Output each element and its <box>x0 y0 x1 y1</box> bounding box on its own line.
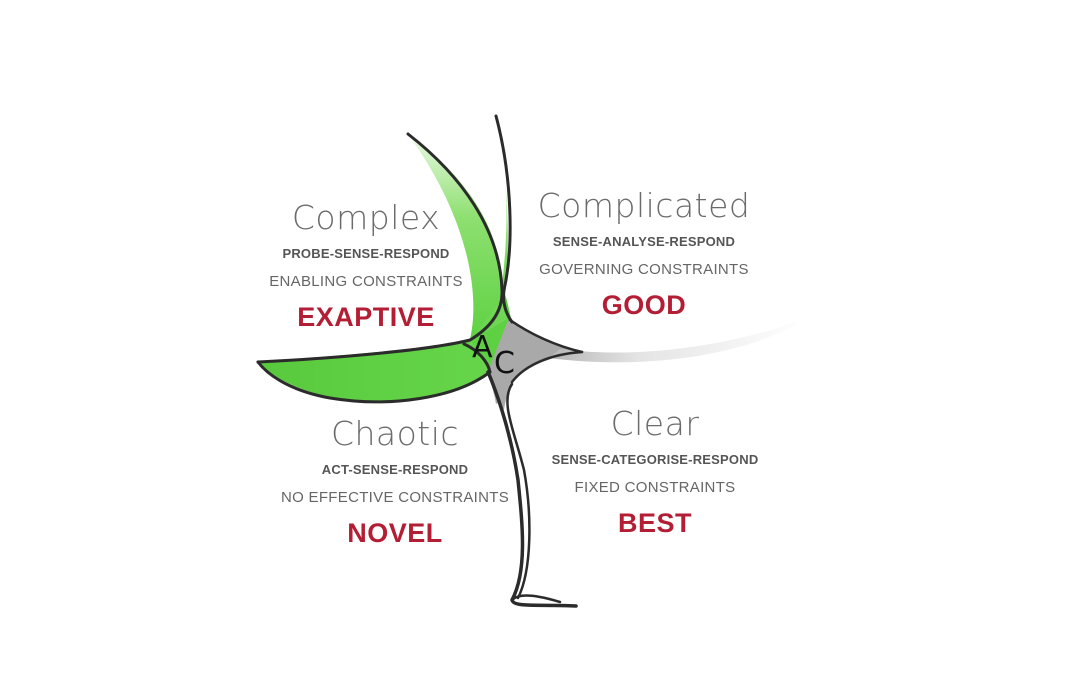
complex-inner-curve <box>494 114 514 324</box>
clear-stem-foot <box>510 594 562 604</box>
clear-title: Clear <box>610 404 700 443</box>
clear-domain: Clear SENSE-CATEGORISE-RESPOND FIXED CON… <box>495 404 815 539</box>
chaotic-domain: Chaotic ACT-SENSE-RESPOND NO EFFECTIVE C… <box>235 414 555 549</box>
centre-green-zone <box>470 286 512 372</box>
complex-title: Complex <box>291 198 441 237</box>
complicated-tail-shape <box>548 318 806 363</box>
complicated-upper-curve <box>508 318 584 354</box>
clear-region-shape <box>488 372 512 410</box>
complex-domain: Complex PROBE-SENSE-RESPOND ENABLING CON… <box>206 198 526 333</box>
chaotic-practice: NOVEL <box>347 518 443 548</box>
complex-outer-curve <box>406 132 504 342</box>
chaotic-region-shape <box>258 340 488 402</box>
clear-approach: SENSE-CATEGORISE-RESPOND <box>551 452 759 467</box>
chaotic-upper-curve <box>256 338 472 364</box>
complicated-lower-curve <box>510 350 584 384</box>
centre-divider-line <box>462 342 492 374</box>
chaotic-constraints: NO EFFECTIVE CONSTRAINTS <box>280 489 510 506</box>
complex-constraints: ENABLING CONSTRAINTS <box>269 273 463 290</box>
complex-approach: PROBE-SENSE-RESPOND <box>282 246 450 261</box>
complex-lens-fill <box>408 116 508 340</box>
complex-practice: EXAPTIVE <box>297 302 435 332</box>
clear-practice: BEST <box>617 508 692 538</box>
centre-letter-c: C <box>494 346 515 381</box>
complicated-domain: Complicated SENSE-ANALYSE-RESPOND GOVERN… <box>484 186 804 321</box>
complicated-constraints: GOVERNING CONSTRAINTS <box>539 261 749 278</box>
complicated-title: Complicated <box>537 186 751 225</box>
clear-stem-left <box>486 370 578 608</box>
chaotic-outer-curve <box>256 360 492 404</box>
complicated-approach: SENSE-ANALYSE-RESPOND <box>552 234 736 249</box>
complicated-practice: GOOD <box>601 290 687 320</box>
clear-constraints: FIXED CONSTRAINTS <box>574 479 736 496</box>
chaotic-title: Chaotic <box>330 414 460 453</box>
chaotic-approach: ACT-SENSE-RESPOND <box>321 462 469 477</box>
clear-stem-right <box>506 382 531 600</box>
centre-grey-zone <box>488 320 582 404</box>
centre-letter-a: A <box>472 330 493 365</box>
